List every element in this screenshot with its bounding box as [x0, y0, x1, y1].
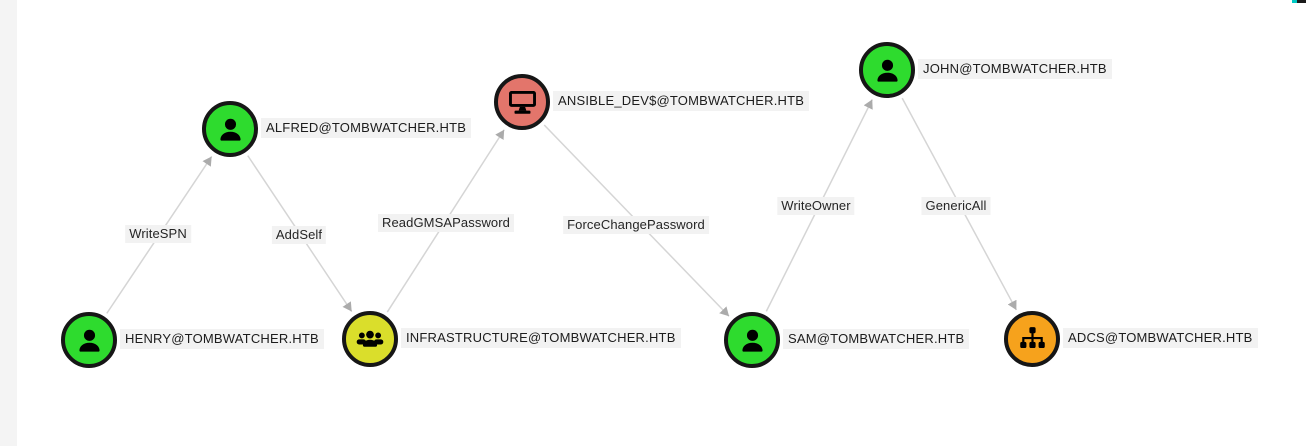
node-label-alfred[interactable]: ALFRED@TOMBWATCHER.HTB: [261, 118, 472, 138]
user-icon: [872, 55, 903, 86]
edge-label-WriteSPN[interactable]: WriteSPN: [125, 225, 191, 243]
node-label-infrastructure[interactable]: INFRASTRUCTURE@TOMBWATCHER.HTB: [401, 328, 681, 348]
group-icon: [354, 323, 386, 355]
corner-artifact-teal: [1292, 0, 1297, 3]
node-alfred[interactable]: [202, 101, 258, 157]
page-gutter-left: [0, 0, 17, 446]
edge-label-GenericAll[interactable]: GenericAll: [921, 197, 991, 215]
node-infrastructure[interactable]: [342, 311, 398, 367]
node-label-adcs[interactable]: ADCS@TOMBWATCHER.HTB: [1063, 328, 1258, 348]
user-icon: [215, 114, 246, 145]
user-icon: [737, 325, 768, 356]
sitemap-icon: [1017, 324, 1048, 355]
computer-icon: [506, 86, 539, 119]
node-label-john[interactable]: JOHN@TOMBWATCHER.HTB: [918, 59, 1112, 79]
node-label-henry[interactable]: HENRY@TOMBWATCHER.HTB: [120, 329, 324, 349]
edge-label-ReadGMSAPassword[interactable]: ReadGMSAPassword: [377, 214, 515, 232]
node-adcs[interactable]: [1004, 311, 1060, 367]
user-icon: [74, 325, 105, 356]
node-ansible_dev[interactable]: [494, 74, 550, 130]
node-henry[interactable]: [61, 312, 117, 368]
node-label-sam[interactable]: SAM@TOMBWATCHER.HTB: [783, 329, 970, 349]
node-sam[interactable]: [724, 312, 780, 368]
edge-label-WriteOwner[interactable]: WriteOwner: [777, 197, 855, 215]
node-john[interactable]: [859, 42, 915, 98]
corner-artifact-dark: [1297, 0, 1306, 3]
node-label-ansible_dev[interactable]: ANSIBLE_DEV$@TOMBWATCHER.HTB: [553, 91, 810, 111]
edge-label-AddSelf[interactable]: AddSelf: [271, 226, 327, 244]
edge-label-ForceChangePassword[interactable]: ForceChangePassword: [563, 216, 709, 234]
